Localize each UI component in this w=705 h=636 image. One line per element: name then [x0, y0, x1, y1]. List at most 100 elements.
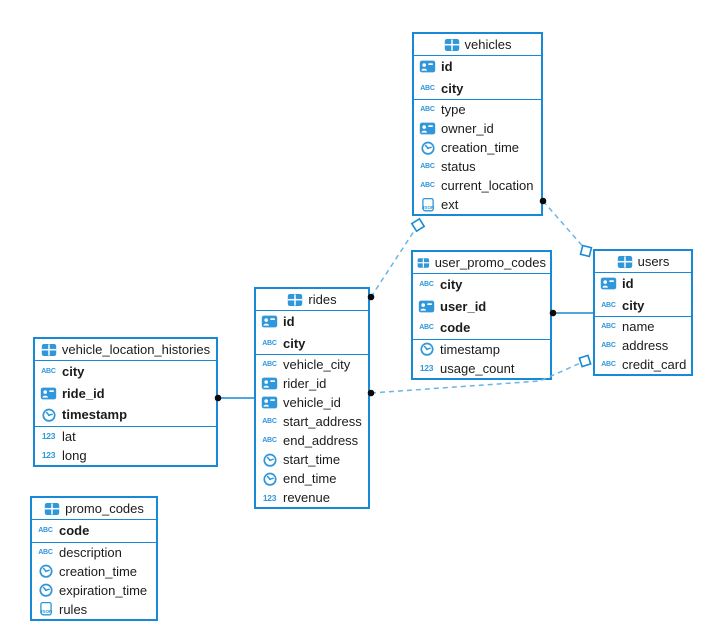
column-row-owner_id[interactable]: owner_id: [414, 119, 541, 138]
column-type-icon-cell: [36, 582, 55, 598]
column-name: expiration_time: [59, 582, 148, 598]
id-type-icon: [40, 387, 57, 400]
column-name: timestamp: [440, 341, 500, 357]
pk-column-row-id[interactable]: id: [595, 273, 691, 295]
column-name: city: [441, 80, 464, 96]
column-name: rider_id: [283, 376, 327, 391]
pk-column-row-user_id[interactable]: user_id: [413, 296, 550, 318]
pk-column-row-id[interactable]: id: [414, 56, 541, 78]
column-name: usage_count: [440, 360, 515, 376]
json-type-icon: JSON: [421, 197, 435, 211]
id-type-icon: [418, 300, 435, 313]
text-type-icon: ABC: [420, 182, 435, 189]
column-row-timestamp[interactable]: timestamp: [413, 340, 550, 359]
column-row-rider_id[interactable]: rider_id: [256, 374, 368, 393]
table-header-vehicles[interactable]: vehicles: [414, 34, 541, 56]
column-row-expiration_time[interactable]: expiration_time: [32, 581, 156, 600]
column-name: rules: [59, 601, 88, 617]
column-type-icon-cell: [260, 376, 279, 391]
column-name: city: [62, 364, 85, 380]
column-name: name: [622, 319, 655, 334]
column-row-start_time[interactable]: start_time: [256, 450, 368, 469]
json-type-icon: JSON: [39, 601, 53, 616]
id-type-icon: [261, 396, 278, 409]
id-type-icon: [261, 377, 278, 390]
table-icon: [41, 343, 57, 356]
column-type-icon-cell: ABC: [418, 85, 437, 92]
text-type-icon: ABC: [601, 323, 616, 330]
column-row-name[interactable]: ABC name: [595, 317, 691, 336]
column-row-creation_time[interactable]: creation_time: [32, 562, 156, 581]
pk-column-row-timestamp[interactable]: timestamp: [35, 404, 216, 426]
text-type-icon: ABC: [601, 301, 616, 309]
column-name: vehicle_city: [283, 357, 351, 372]
column-name: timestamp: [62, 407, 128, 423]
text-type-icon: ABC: [601, 342, 616, 349]
pk-column-row-city[interactable]: ABC city: [414, 78, 541, 100]
id-type-icon: [600, 277, 617, 290]
column-name: status: [441, 159, 476, 174]
number-type-icon: 123: [41, 450, 56, 460]
column-row-creation_time[interactable]: creation_time: [414, 138, 541, 157]
column-type-icon-cell: ABC: [36, 549, 55, 556]
relation-vehicles-to-users[interactable]: [542, 200, 587, 251]
pk-column-row-ride_id[interactable]: ride_id: [35, 383, 216, 405]
column-row-vehicle_id[interactable]: vehicle_id: [256, 393, 368, 412]
relation-square-endpoint: [578, 354, 592, 368]
table-header-users[interactable]: users: [595, 251, 691, 273]
column-type-icon-cell: ABC: [599, 302, 618, 309]
column-name: description: [59, 544, 122, 560]
table-header-rides[interactable]: rides: [256, 289, 368, 311]
column-type-icon-cell: ABC: [260, 361, 279, 368]
column-name: city: [283, 335, 306, 351]
column-name: long: [62, 447, 87, 463]
column-name: start_time: [283, 452, 341, 467]
column-row-description[interactable]: ABC description: [32, 543, 156, 562]
table-icon: [44, 502, 60, 515]
pk-column-row-city[interactable]: ABC city: [595, 295, 691, 317]
column-row-vehicle_city[interactable]: ABC vehicle_city: [256, 355, 368, 374]
column-row-rules[interactable]: JSON rules: [32, 600, 156, 619]
column-type-icon-cell: JSON: [36, 601, 55, 617]
column-name: lat: [62, 428, 76, 444]
table-header-user_promo_codes[interactable]: user_promo_codes: [413, 252, 550, 274]
column-type-icon-cell: [599, 276, 618, 291]
column-row-end_time[interactable]: end_time: [256, 469, 368, 488]
text-type-icon: ABC: [38, 527, 53, 535]
table-header-vehicle_location_histories[interactable]: vehicle_location_histories: [35, 339, 216, 361]
pk-column-row-id[interactable]: id: [256, 311, 368, 333]
column-name: type: [441, 102, 466, 117]
column-type-icon-cell: [260, 314, 279, 329]
table-header-promo_codes[interactable]: promo_codes: [32, 498, 156, 520]
column-name: city: [622, 297, 645, 313]
column-name: id: [622, 276, 634, 292]
column-row-long[interactable]: 123 long: [35, 446, 216, 465]
column-name: code: [440, 320, 471, 336]
